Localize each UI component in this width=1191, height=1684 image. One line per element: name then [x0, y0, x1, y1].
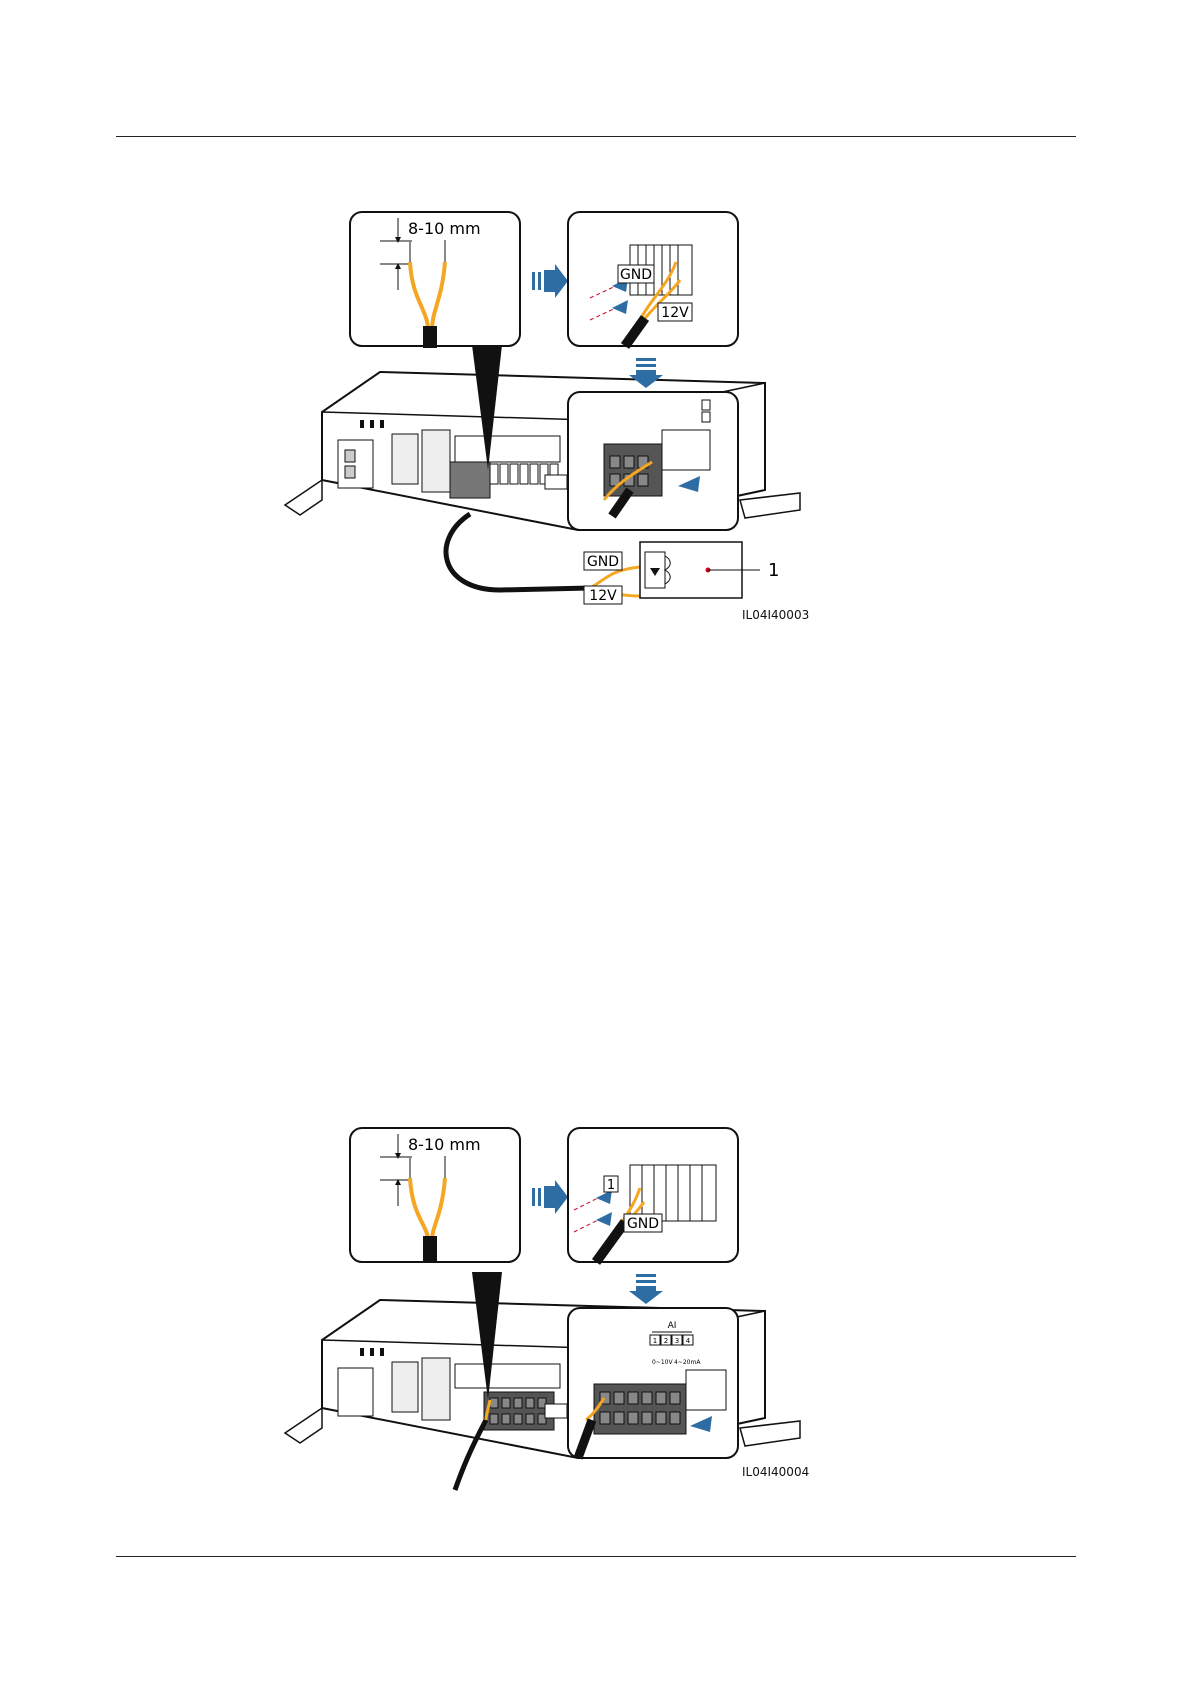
ai-range-current: 4~20mA	[674, 1359, 701, 1366]
ai-pin-3: 3	[675, 1337, 679, 1345]
step-arrow-right-1	[532, 264, 568, 298]
strip-wire-panel-1: 8-10 mm	[350, 212, 520, 348]
figure-id-1: IL04I40003	[742, 608, 809, 622]
ai-pin-2: 2	[664, 1337, 668, 1345]
plug-connector-panel-1	[568, 392, 738, 530]
gnd-label-1b: GND	[587, 554, 619, 570]
relay-device-1: 1	[640, 542, 779, 598]
gnd-label-1a: GND	[620, 267, 652, 283]
pin1-label: 1	[607, 1178, 615, 1193]
figure-id-2: IL04I40004	[742, 1465, 809, 1479]
ai-pin-1: 1	[653, 1337, 657, 1345]
v12-label-1a: 12V	[661, 305, 689, 321]
v12-label-1b: 12V	[589, 588, 617, 604]
step-arrow-down-2	[629, 1274, 663, 1304]
plug-connector-panel-2: AI 1 2 3 4 0~10V 4~20mA	[568, 1308, 738, 1458]
callout-number-1: 1	[768, 560, 779, 581]
strip-wire-panel-2: 8-10 mm	[350, 1128, 520, 1262]
step-arrow-right-2	[532, 1180, 568, 1214]
ai-range-voltage: 0~10V	[652, 1359, 673, 1366]
figure-1: 8-10 mm GND 12V	[285, 212, 800, 604]
strip-length-label: 8-10 mm	[408, 219, 481, 238]
insert-wire-panel-2: 1 GND	[568, 1128, 738, 1262]
strip-length-label-2: 8-10 mm	[408, 1135, 481, 1154]
gnd-label-2: GND	[627, 1216, 659, 1232]
ai-header: AI	[668, 1321, 677, 1331]
insert-wire-panel-1: GND 12V	[568, 212, 738, 346]
figure-2: 8-10 mm 1 GND	[285, 1128, 800, 1490]
ai-pin-4: 4	[686, 1337, 691, 1345]
